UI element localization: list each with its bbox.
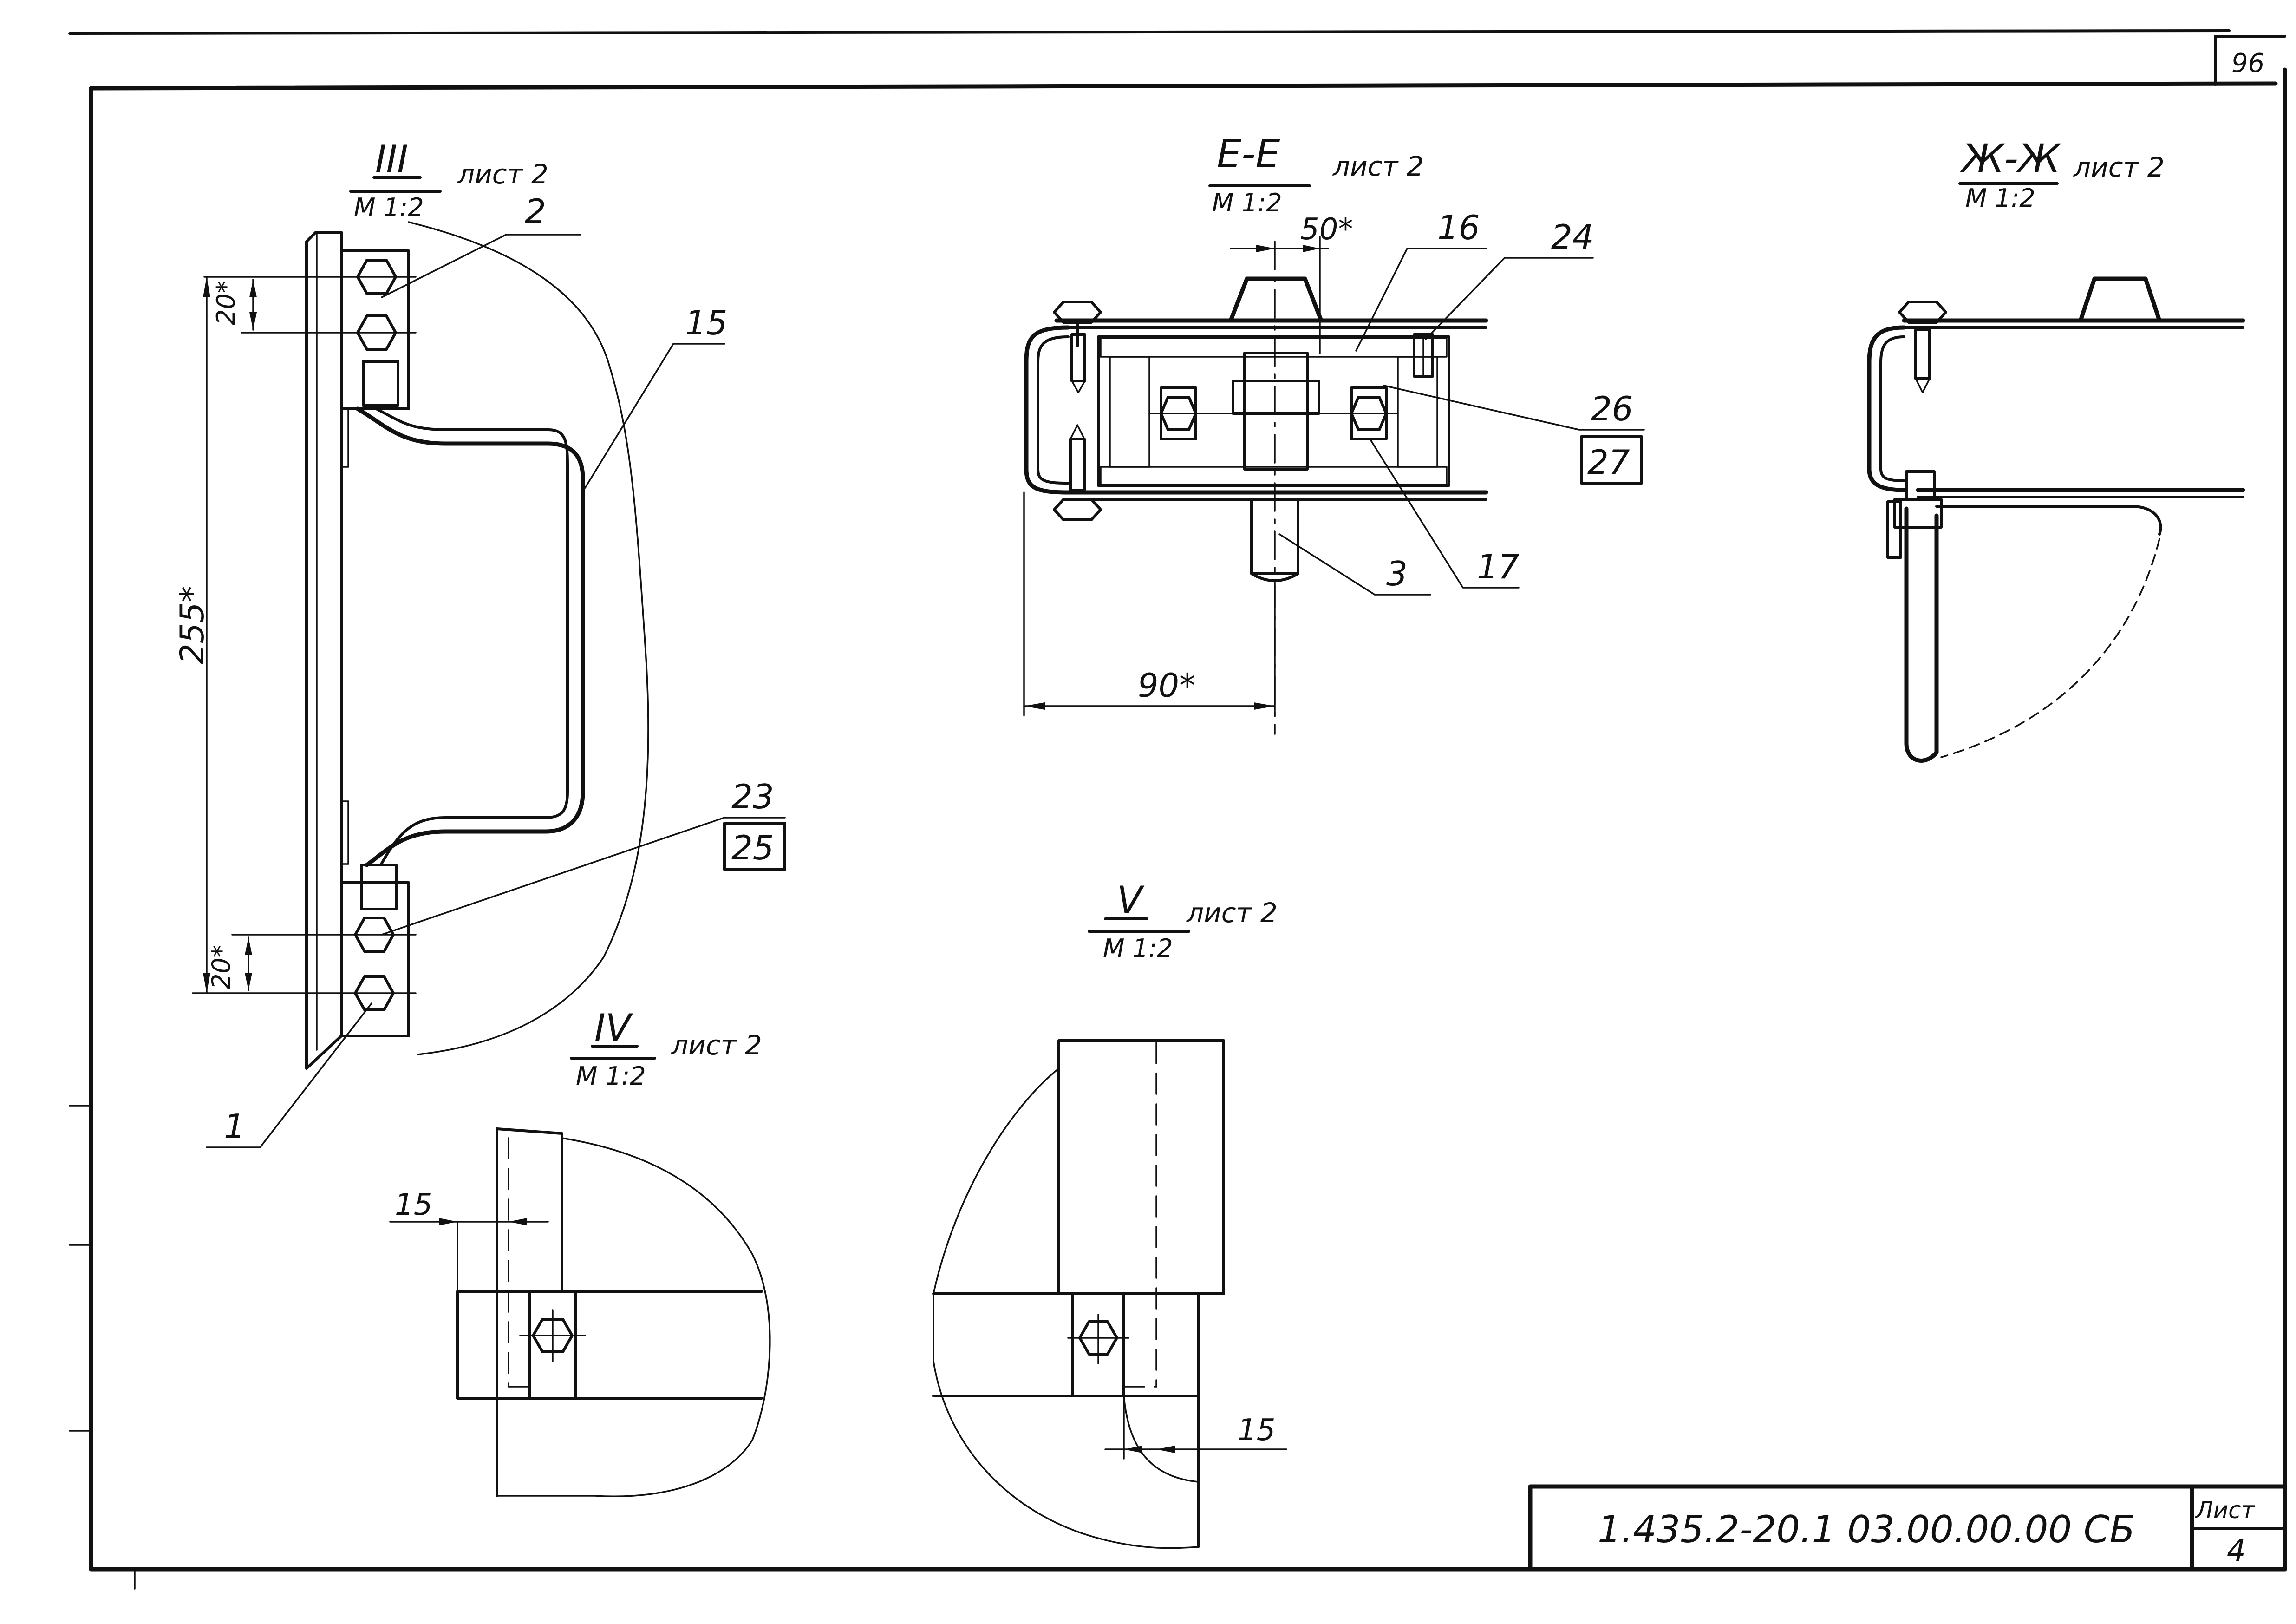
view-iii-handle-assembly — [305, 221, 649, 1070]
view-ee-dimensions — [1023, 236, 1329, 716]
view-zhzh-scale: М 1:2 — [1965, 183, 2035, 213]
view-zhzh-heading: Ж-Ж М 1:2 лист 2 — [1958, 136, 2165, 213]
dim-50: 50* — [1300, 212, 1353, 247]
view-zhzh-section — [1867, 276, 2245, 763]
view-ee-name: Е-Е — [1217, 131, 1280, 177]
callout-23: 23 — [731, 777, 774, 816]
callout-17: 17 — [1477, 547, 1520, 586]
view-iii-scale: М 1:2 — [354, 193, 424, 222]
dim-90: 90* — [1138, 667, 1195, 705]
view-v-sheet-ref: лист 2 — [1186, 897, 1278, 929]
view-v-dimension — [1104, 1397, 1287, 1460]
view-iv-name: IV — [594, 1006, 633, 1049]
view-iii-heading: III М 1:2 лист 2 — [349, 138, 548, 222]
view-iii-dimensions — [192, 276, 417, 994]
callout-2: 2 — [525, 192, 546, 231]
view-ee-heading: Е-Е М 1:2 лист 2 — [1208, 131, 1424, 217]
sheet-number: 4 — [2227, 1534, 2246, 1568]
view-ee-section — [1024, 241, 1488, 735]
dim-15-iv: 15 — [395, 1188, 432, 1222]
view-zhzh-name: Ж-Ж — [1960, 136, 2062, 181]
drawing-frame — [68, 29, 2287, 1590]
callout-1: 1 — [224, 1107, 245, 1146]
view-iv-scale: М 1:2 — [576, 1061, 646, 1091]
view-zhzh-sheet-ref: лист 2 — [2073, 151, 2165, 183]
view-ee-leaders — [1278, 248, 1645, 596]
view-ee-sheet-ref: лист 2 — [1332, 151, 1424, 182]
view-v-name: V — [1117, 878, 1145, 922]
dim-20-top: 20* — [211, 281, 241, 325]
view-iv-dimension — [389, 1218, 549, 1292]
view-ee-scale: М 1:2 — [1212, 188, 1282, 217]
view-iv-heading: IV М 1:2 лист 2 — [570, 1006, 762, 1091]
view-iii-leaders — [206, 234, 786, 1148]
dim-15-v: 15 — [1238, 1413, 1275, 1447]
callout-26: 26 — [1591, 389, 1633, 428]
view-iii-name: III — [375, 138, 408, 181]
drawing-code: 1.435.2-20.1 03.00.00.00 СБ — [1598, 1508, 2135, 1551]
corner-sheet-number: 96 — [2231, 48, 2264, 79]
callout-25: 25 — [731, 828, 774, 867]
sheet-label: Лист — [2195, 1497, 2256, 1524]
view-v-heading: V М 1:2 лист 2 — [1088, 878, 1278, 963]
view-iv-detail — [456, 1127, 771, 1497]
dim-255: 255* — [173, 586, 211, 664]
callout-24: 24 — [1551, 217, 1594, 256]
callout-15: 15 — [685, 303, 728, 342]
title-block — [1528, 1484, 2287, 1572]
callout-3: 3 — [1386, 554, 1408, 593]
callout-16: 16 — [1437, 208, 1480, 247]
view-v-detail — [932, 1039, 1225, 1549]
callout-27: 27 — [1587, 443, 1630, 482]
view-v-scale: М 1:2 — [1103, 934, 1173, 963]
dim-20-bottom: 20* — [207, 945, 236, 989]
view-iv-sheet-ref: лист 2 — [671, 1029, 762, 1061]
view-iii-sheet-ref: лист 2 — [457, 158, 548, 190]
